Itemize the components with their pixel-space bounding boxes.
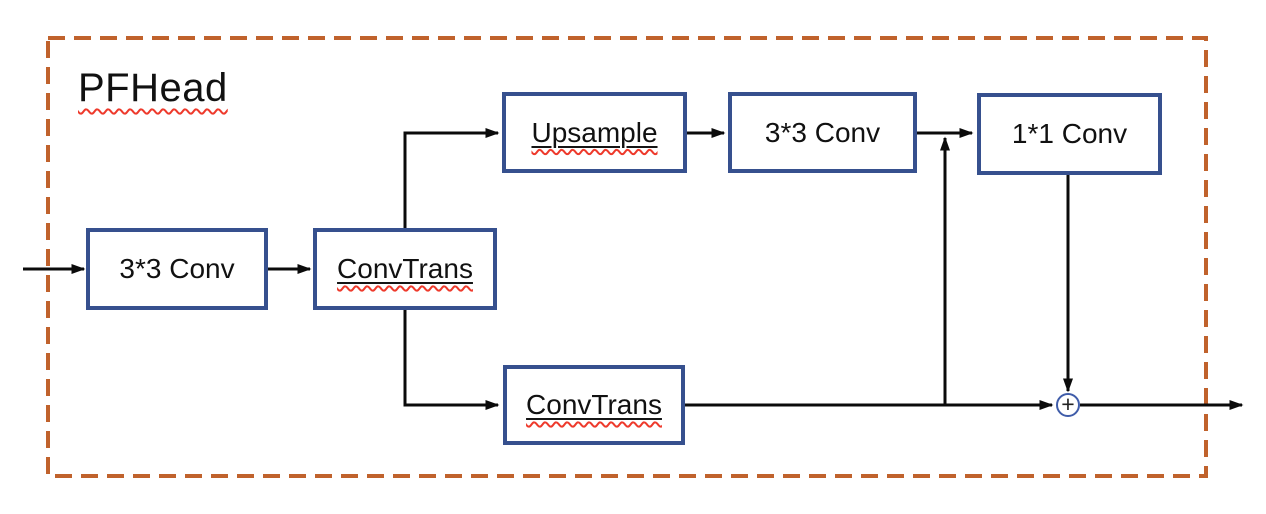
node-convtrans-main: ConvTrans [313,228,497,310]
diagram-title: PFHead [78,66,228,111]
node-conv33-input: 3*3 Conv [86,228,268,310]
node-convtrans-skip: ConvTrans [503,365,685,445]
node-upsample: Upsample [502,92,687,173]
node-label: 3*3 Conv [119,253,235,284]
edge-convtrans-to-upsample [403,128,500,228]
node-label: ConvTrans [337,253,473,284]
circled-plus-icon: + [1056,390,1080,417]
node-conv11: 1*1 Conv [977,93,1162,175]
edge-convtrans-to-skip [403,310,500,410]
node-label: Upsample [531,116,658,148]
node-label: 1*1 Conv [1011,118,1128,149]
node-label: ConvTrans [526,389,662,420]
node-conv33-top: 3*3 Conv [728,92,917,173]
diagram-title-text: PFHead [78,66,228,110]
node-label: 3*3 Conv [764,116,881,148]
plus-symbol: + [1061,390,1075,417]
pfhead-dashed-frame [46,36,1208,478]
